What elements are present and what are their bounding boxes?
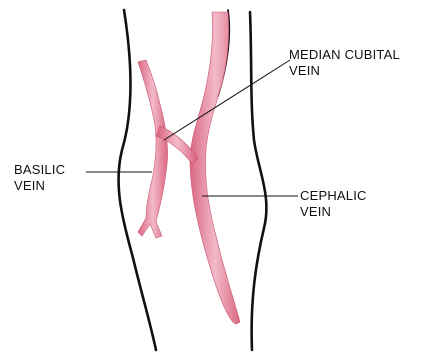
cephalic-label-line1: CEPHALIC [300,188,367,204]
basilic-label-line1: BASILIC [14,162,65,178]
basilic-vein [138,60,168,238]
arm-outline-left [119,10,156,350]
basilic-vein-label: BASILIC VEIN [14,162,65,194]
arm-outline-right [250,12,266,350]
cephalic-vein [190,12,240,324]
median-cubital-label-line1: MEDIAN CUBITAL [289,47,400,63]
cephalic-vein-label: CEPHALIC VEIN [300,188,367,220]
median-cubital-leader-line [164,60,290,140]
basilic-label-line2: VEIN [14,178,65,194]
median-cubital-vein-label: MEDIAN CUBITAL VEIN [289,47,400,79]
cephalic-label-line2: VEIN [300,204,367,220]
median-cubital-label-line2: VEIN [289,63,400,79]
